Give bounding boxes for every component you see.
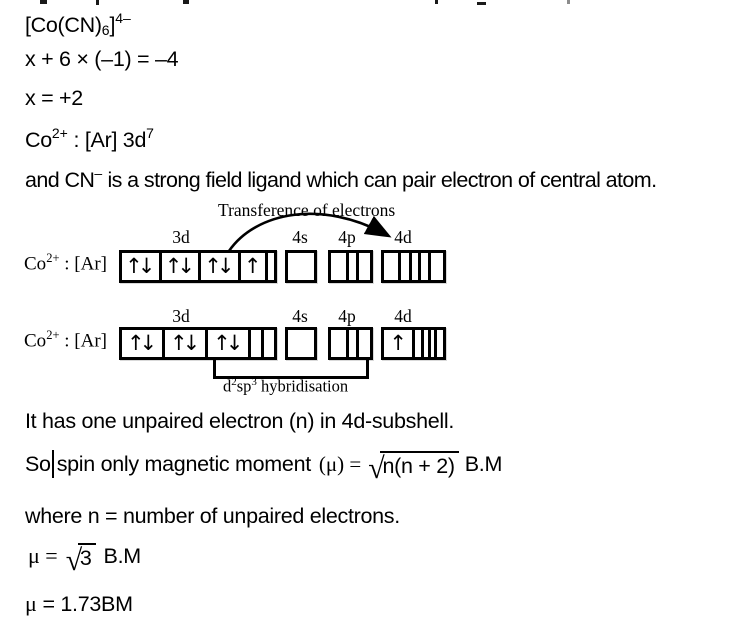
sqrt-expression: √3	[65, 542, 96, 577]
orbital-cell-4p-3	[356, 253, 370, 280]
unpaired-electron-line: It has one unpaired electron (n) in 4d-s…	[25, 409, 455, 433]
orbital-group-3d: ↑↓ ↑↓ ↑↓	[119, 327, 277, 360]
orbital-cell-4d-4	[418, 253, 428, 280]
electron-config-line: Co2+ : [Ar] 3d7	[25, 125, 154, 153]
electron-pair-icon: ↑↓	[125, 253, 155, 278]
orbital-cell-3d-4	[248, 330, 261, 357]
orbital-group-4d: ↑	[381, 327, 446, 360]
sqrt-expression: √n(n + 2)	[368, 450, 459, 485]
superscript-minus: –	[94, 165, 103, 181]
orbital-cell-4p-2	[346, 330, 356, 357]
orbital-cell-3d-5	[261, 330, 274, 357]
where-n-line: where n = number of unpaired electrons.	[25, 504, 400, 528]
orbital-cell-4s-1	[288, 253, 314, 280]
orbital-cell-3d-2: ↑↓	[162, 330, 205, 357]
orbital-cell-3d-2: ↑↓	[158, 253, 199, 280]
orbital-cell-3d-1: ↑↓	[122, 253, 159, 280]
shell-label-4p: 4p	[338, 227, 356, 247]
shell-label-4d: 4d	[394, 227, 412, 247]
electron-up-icon: ↑	[243, 253, 262, 278]
orbital-cell-4d-4	[427, 330, 434, 357]
ligand-statement-line: and CN– is a strong field ligand which c…	[25, 165, 657, 193]
oxidation-result-line: x = +2	[25, 86, 83, 110]
orbital-cell-4p-2	[346, 253, 356, 280]
electron-pair-icon: ↑↓	[170, 330, 200, 355]
ion-label: Co2+ : [Ar]	[24, 251, 107, 275]
orbital-cell-3d-1: ↑↓	[122, 330, 162, 357]
orbital-group-3d: ↑↓ ↑↓ ↑↓ ↑	[119, 250, 277, 283]
orbital-group-4p	[328, 327, 373, 360]
electron-pair-icon: ↑↓	[213, 330, 243, 355]
electron-pair-icon: ↑↓	[126, 330, 157, 355]
mu-symbol: μ	[25, 591, 37, 616]
oxidation-equation-line: x + 6 × (–1) = –4	[25, 47, 179, 71]
superscript-7: 7	[146, 125, 154, 141]
hybridisation-bracket	[213, 360, 369, 379]
orbital-cell-4d-1: ↑	[384, 330, 412, 357]
electron-pair-icon: ↑↓	[164, 253, 195, 278]
orbital-cell-3d-4: ↑	[237, 253, 265, 280]
orbital-cell-4d-2	[412, 330, 420, 357]
orbital-cell-4d-1	[384, 253, 398, 280]
superscript-2plus: 2+	[51, 125, 68, 141]
electron-up-icon: ↑	[389, 330, 408, 355]
orbital-group-4d	[381, 250, 446, 283]
mu-value-line: μ = 1.73BM	[25, 591, 133, 616]
mu-symbol: (μ) =	[318, 451, 362, 476]
orbital-group-4s	[285, 250, 317, 283]
orbital-cell-4p-1	[331, 253, 346, 280]
radical-sign: √	[368, 451, 385, 485]
superscript-3: 3	[251, 376, 257, 388]
clipped-text-fragment	[567, 0, 570, 4]
subscript-6: 6	[101, 22, 110, 39]
complex-formula-line: [Co(CN)6]4–	[25, 10, 131, 39]
orbital-group-4s	[285, 327, 317, 360]
clipped-text-fragment	[435, 0, 438, 4]
orbital-cell-3d-5	[264, 253, 274, 280]
clipped-text-fragment	[477, 2, 486, 5]
hybridisation-label: d2sp3 hybridisation	[223, 376, 349, 396]
orbital-cell-3d-3: ↑↓	[198, 253, 238, 280]
orbital-cell-4d-2	[397, 253, 409, 280]
radical-sign: √	[65, 543, 82, 577]
orbital-cell-4d-5	[427, 253, 443, 280]
shell-label-3d: 3d	[172, 306, 190, 326]
clipped-text-fragment	[183, 0, 189, 4]
superscript-2: 2	[231, 376, 237, 388]
ion-charge: 2+	[46, 328, 60, 342]
shell-label-3d: 3d	[172, 227, 190, 247]
ion-charge: 2+	[46, 251, 60, 265]
clipped-text-fragment	[96, 0, 99, 5]
superscript-charge: 4–	[115, 10, 131, 26]
orbital-group-4p	[328, 250, 373, 283]
ion-core: : [Ar]	[59, 253, 107, 275]
mu-symbol: μ =	[28, 543, 58, 568]
orbital-cell-4d-3	[408, 253, 419, 280]
ion-core: : [Ar]	[59, 330, 107, 352]
orbital-cell-4d-3	[420, 330, 428, 357]
transfer-of-electrons-label: Transference of electrons	[218, 200, 396, 220]
electron-pair-icon: ↑↓	[204, 253, 234, 278]
ion-label: Co2+ : [Ar]	[24, 328, 107, 352]
orbital-cell-4p-3	[356, 330, 370, 357]
orbital-cell-4s-1	[288, 330, 314, 357]
ion-symbol: Co	[24, 330, 47, 352]
ion-symbol: Co	[24, 253, 47, 275]
orbital-cell-4d-5	[433, 330, 443, 357]
orbital-cell-3d-3: ↑↓	[205, 330, 248, 357]
shell-label-4s: 4s	[292, 306, 308, 326]
clipped-text-fragment	[40, 0, 47, 4]
text-cursor	[51, 450, 54, 478]
orbital-cell-4p-1	[331, 330, 346, 357]
shell-label-4d: 4d	[394, 306, 412, 326]
shell-label-4s: 4s	[292, 227, 308, 247]
shell-label-4p: 4p	[338, 306, 356, 326]
